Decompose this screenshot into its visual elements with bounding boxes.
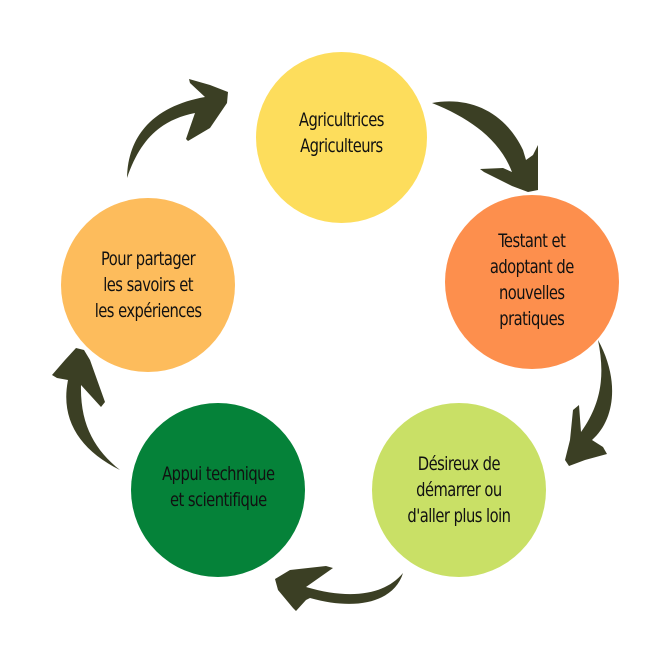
node-label: Désireux de démarrer ou d'aller plus loi… (407, 453, 511, 527)
node-label: Testant et adoptant de nouvelles pratiqu… (490, 230, 574, 330)
node-label: Appui technique et scientifique (161, 463, 275, 511)
node-label: Pour partager les savoirs et les expérie… (94, 248, 202, 322)
cycle-node-knowledge-sharing: Pour partager les savoirs et les expérie… (61, 198, 235, 372)
arrow-icon (127, 79, 228, 178)
cycle-node-farmers: Agricultrices Agriculteurs (256, 52, 427, 223)
cycle-node-eager-to-start: Désireux de démarrer ou d'aller plus loi… (372, 403, 546, 577)
node-label: Agricultrices Agriculteurs (299, 108, 384, 157)
arrow-icon (565, 340, 613, 466)
cycle-node-testing-practices: Testant et adoptant de nouvelles pratiqu… (445, 195, 619, 369)
arrow-icon (52, 348, 120, 470)
arrow-icon (275, 566, 403, 611)
cycle-node-technical-support: Appui technique et scientifique (131, 403, 305, 577)
arrow-icon (432, 101, 538, 192)
